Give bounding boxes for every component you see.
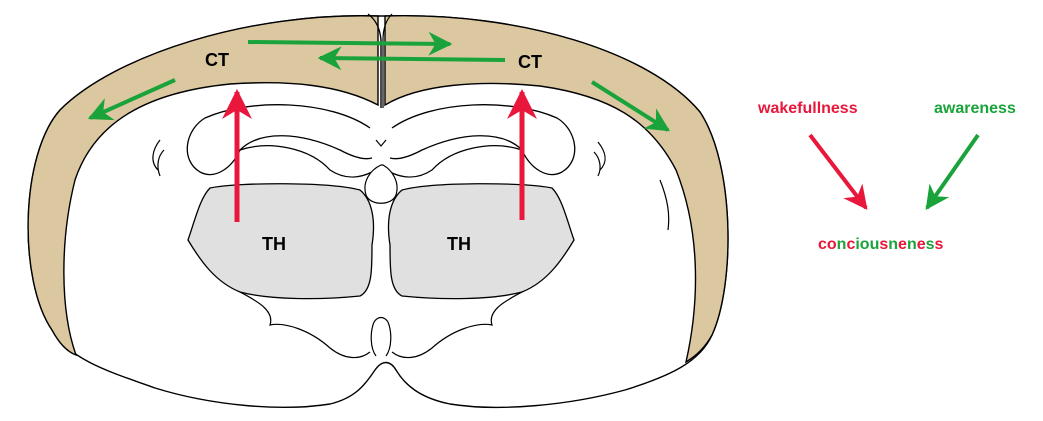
legend-awareness: awareness	[934, 100, 1016, 117]
consciousness-part: s	[926, 236, 935, 253]
legend-consciousness: conciousneness	[818, 236, 944, 253]
label-th-right: TH	[447, 234, 471, 254]
consciousness-part: co	[818, 236, 837, 253]
legend-wakefulness: wakefullness	[757, 100, 858, 117]
cortico-arrow-top-left	[320, 58, 505, 60]
consciousness-part: n	[837, 236, 847, 253]
cortico-arrow-top-right	[248, 42, 450, 44]
label-ct-right: CT	[518, 52, 542, 72]
consciousness-part: n	[888, 236, 898, 253]
consciousness-part: e	[898, 236, 907, 253]
consciousness-part: c	[846, 236, 855, 253]
legend-wakefulness-arrow	[810, 135, 866, 208]
consciousness-part: e	[917, 236, 926, 253]
consciousness-part: n	[907, 236, 917, 253]
consciousness-part: iou	[855, 236, 879, 253]
legend-awareness-arrow	[927, 135, 978, 208]
label-th-left: TH	[262, 234, 286, 254]
label-ct-left: CT	[205, 50, 229, 70]
consciousness-part: s	[935, 236, 944, 253]
consciousness-part: s	[879, 236, 888, 253]
